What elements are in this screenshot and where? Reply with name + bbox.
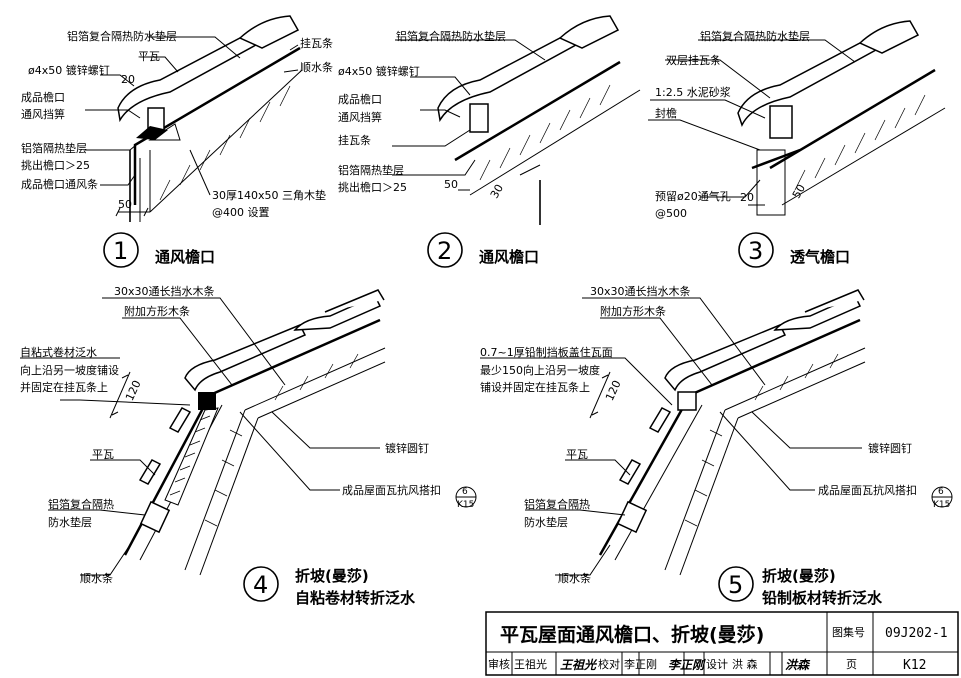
checker-signature: 李正刚 [668, 658, 706, 672]
d3-seal-label: 封檐 [655, 106, 677, 120]
page-number: K12 [903, 658, 926, 673]
d2-number: 2 [437, 237, 452, 265]
title-block [485, 611, 959, 676]
d1-wood-pad-label-2: @400 设置 [212, 206, 270, 219]
d4-membrane-label-2: 防水垫层 [48, 515, 92, 529]
d1-number-circle [103, 232, 139, 268]
d4-counter-batten-label: 顺水条 [80, 571, 113, 585]
d3-number-circle [738, 232, 774, 268]
designer-name: 洪 森 [732, 657, 758, 671]
d5-lead-label-3: 铺设并固定在挂瓦条上 [480, 380, 590, 394]
d5-lead-label-2: 最少150向上沿另一坡度 [480, 363, 600, 377]
d5-ref-bottom: K15 [933, 500, 950, 510]
detail-5-drawing [480, 289, 866, 576]
drawing-title: 平瓦屋面通风檐口、折坡(曼莎) [500, 623, 764, 646]
d1-dim-50: 50 [118, 198, 132, 211]
d3-vent-hole-label-1: 预留ø20通气孔 [655, 189, 731, 203]
d4-stop-strip-label: 30x30通长挡水木条 [114, 284, 215, 298]
d1-dim-20: 20 [121, 73, 135, 86]
d1-screw-label: ø4x50 镀锌螺钉 [28, 63, 110, 77]
d1-number: 1 [113, 237, 128, 265]
check-label: 校对 [598, 657, 620, 671]
d4-ref-top: 6 [462, 487, 468, 497]
d2-dim-30: 30 [488, 182, 506, 201]
d1-wood-pad-label-1: 30厚140x50 三角木垫 [212, 188, 326, 202]
d2-membrane-label: 铝箔复合隔热防水垫层 [396, 29, 506, 43]
d1-eave-baffle-label-1: 成品檐口 [21, 90, 65, 104]
d4-number: 4 [253, 571, 268, 599]
d2-insulation-label-2: 挑出檐口＞25 [338, 180, 407, 194]
d3-dim-50: 50 [790, 182, 808, 201]
d5-title-line1: 折坡(曼莎) [762, 567, 836, 585]
d2-number-circle [427, 232, 463, 268]
d5-counter-batten-label: 顺水条 [558, 571, 591, 585]
d4-flashing-label-1: 自粘式卷材泛水 [20, 345, 97, 359]
d4-nail-label: 镀锌圆钉 [385, 441, 429, 455]
d1-vent-strip-label: 成品檐口通风条 [21, 177, 98, 191]
d2-dim-50: 50 [444, 178, 458, 191]
d5-number: 5 [728, 571, 743, 599]
atlas-label: 图集号 [832, 625, 865, 639]
d5-stop-strip-label: 30x30通长挡水木条 [590, 284, 691, 298]
checker-name: 李正刚 [624, 657, 657, 671]
design-label: 设计 [706, 658, 728, 671]
d4-title-line1: 折坡(曼莎) [295, 567, 369, 585]
d4-clip-label: 成品屋面瓦抗风搭扣 [342, 483, 441, 497]
d5-number-circle [718, 566, 754, 602]
d5-clip-label: 成品屋面瓦抗风搭扣 [818, 483, 917, 497]
d1-insulation-label-1: 铝箔隔热垫层 [21, 141, 87, 155]
d1-insulation-label-2: 挑出檐口＞25 [21, 158, 90, 172]
d3-dim-20: 20 [740, 191, 754, 204]
d3-number: 3 [748, 237, 763, 265]
reviewer-name: 王祖光 [514, 657, 547, 671]
detail-3-drawing [648, 20, 946, 216]
d2-eave-baffle-label-1: 成品檐口 [338, 92, 382, 106]
d4-title-line2: 自粘卷材转折泛水 [295, 589, 416, 607]
review-label: 审核 [488, 657, 510, 671]
d4-ref-bottom: K15 [457, 500, 474, 510]
d4-number-circle [243, 566, 279, 602]
d3-title: 透气檐口 [790, 248, 850, 266]
d5-title-line2: 铅制板材转折泛水 [762, 589, 883, 607]
d4-membrane-label-1: 铝箔复合隔热 [48, 497, 114, 511]
d3-vent-hole-label-2: @500 [655, 207, 687, 220]
d2-title: 通风檐口 [479, 248, 539, 266]
d3-membrane-label: 铝箔复合隔热防水垫层 [700, 29, 810, 43]
d1-counter-batten-label: 顺水条 [300, 60, 333, 74]
d5-ref-top: 6 [938, 487, 944, 497]
d5-square-strip-label: 附加方形木条 [600, 304, 666, 318]
d1-batten-label: 挂瓦条 [300, 36, 333, 50]
detail-4-drawing [20, 289, 386, 576]
d1-flat-tile-label: 平瓦 [138, 50, 160, 63]
d2-eave-baffle-label-2: 通风挡箅 [338, 110, 382, 124]
d4-flashing-label-3: 并固定在挂瓦条上 [20, 380, 108, 394]
d5-membrane-label-1: 铝箔复合隔热 [524, 497, 590, 511]
atlas-number: 09J202-1 [885, 626, 948, 641]
d2-batten-label: 挂瓦条 [338, 133, 371, 147]
designer-signature: 洪森 [785, 658, 811, 672]
d1-membrane-label: 铝箔复合隔热防水垫层 [67, 29, 177, 43]
detail-1-drawing [85, 15, 303, 222]
d2-insulation-label-1: 铝箔隔热垫层 [338, 163, 404, 177]
d5-nail-label: 镀锌圆钉 [868, 441, 912, 455]
d5-flat-tile-label: 平瓦 [566, 448, 588, 461]
d5-lead-label-1: 0.7~1厚铅制挡板盖住瓦面 [480, 345, 613, 359]
d2-screw-label: ø4x50 镀锌螺钉 [338, 64, 420, 78]
d5-membrane-label-2: 防水垫层 [524, 515, 568, 529]
d4-flashing-label-2: 向上沿另一坡度铺设 [20, 363, 119, 377]
d4-flat-tile-label: 平瓦 [92, 448, 114, 461]
page-label: 页 [846, 658, 857, 671]
d1-eave-baffle-label-2: 通风挡箅 [21, 107, 65, 121]
d3-mortar-label: 1:2.5 水泥砂浆 [655, 85, 731, 99]
d4-square-strip-label: 附加方形木条 [124, 304, 190, 318]
detail-2-drawing [392, 15, 641, 225]
reviewer-signature: 王祖光 [560, 658, 598, 672]
d3-double-batten-label: 双层挂瓦条 [666, 53, 721, 67]
d1-title: 通风檐口 [155, 248, 215, 266]
